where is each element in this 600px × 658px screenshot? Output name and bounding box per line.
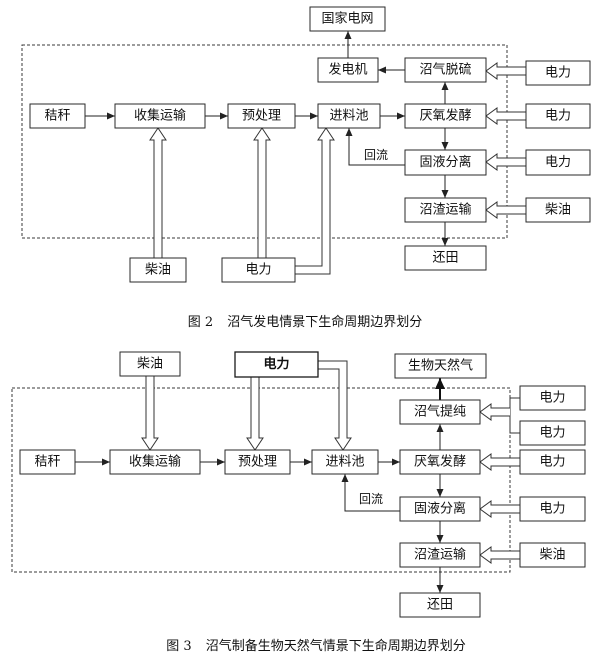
node-label: 预处理 xyxy=(242,109,281,124)
node-diesel-digestate: 柴油 xyxy=(519,542,586,568)
node-label: 电力 xyxy=(545,155,571,170)
node-label: 还田 xyxy=(432,251,458,266)
input-arrow-diesel-to-digestate-transport xyxy=(479,546,520,564)
node-generator: 发电机 xyxy=(317,57,379,83)
node-power-desulfurization: 电力 xyxy=(525,60,591,86)
node-label: 柴油 xyxy=(137,357,163,372)
node-label: 电力 xyxy=(545,66,571,81)
input-arrow-diesel-to-collection xyxy=(141,376,159,451)
node-label: 电力 xyxy=(539,426,565,441)
figure-2-title: 沼气发电情景下生命周期边界划分 xyxy=(227,314,422,330)
node-feed-tank: 进料池 xyxy=(317,103,381,129)
node-power-fermentation: 电力 xyxy=(519,449,586,475)
node-label: 沼渣运输 xyxy=(414,547,466,563)
node-solid-liquid-separation: 固液分离 xyxy=(404,149,487,176)
node-label: 沼渣运输 xyxy=(419,202,471,218)
node-anaerobic-fermentation: 厌氧发酵 xyxy=(404,103,487,129)
node-label: 沼气提纯 xyxy=(414,404,466,420)
reflux-label: 回流 xyxy=(359,492,383,506)
node-power-separation: 电力 xyxy=(519,496,586,522)
node-label: 进料池 xyxy=(329,109,368,124)
input-arrow-power-to-fermentation xyxy=(479,453,520,471)
input-arrow-power-to-separation xyxy=(479,500,520,518)
node-label: 收集运输 xyxy=(134,108,186,124)
node-label: 柴油 xyxy=(145,263,171,278)
node-label: 预处理 xyxy=(238,455,277,470)
reflux-label: 回流 xyxy=(364,148,388,162)
node-label: 电力 xyxy=(539,455,565,470)
node-digestate-transport: 沼渣运输 xyxy=(404,197,487,223)
node-label: 固液分离 xyxy=(414,501,466,517)
node-label: 柴油 xyxy=(545,203,571,218)
node-straw: 秸秆 xyxy=(29,103,86,129)
node-label: 厌氧发酵 xyxy=(414,454,466,470)
node-label: 发电机 xyxy=(328,62,367,78)
figure-3-caption: 图 3 沼气制备生物天然气情景下生命周期边界划分 xyxy=(166,638,465,654)
node-label: 电力 xyxy=(539,391,565,406)
input-arrow-power-to-feed-tank xyxy=(318,360,352,451)
node-power-pretreatment: 电力 xyxy=(221,257,296,283)
system-boundary xyxy=(11,387,511,573)
node-label: 生物天然气 xyxy=(408,358,473,374)
node-label: 电力 xyxy=(539,502,565,517)
node-digestate-transport: 沼渣运输 xyxy=(399,542,481,568)
input-arrow-power-to-fermentation xyxy=(485,107,526,125)
node-diesel-collection: 柴油 xyxy=(119,351,181,377)
node-return-to-field: 还田 xyxy=(399,592,481,618)
node-feed-tank: 进料池 xyxy=(311,449,379,475)
node-label: 电力 xyxy=(545,109,571,124)
input-arrow-power-to-desulfurization xyxy=(485,62,526,80)
node-return-to-field: 还田 xyxy=(404,245,487,271)
power-input-bracket xyxy=(509,397,520,434)
figure-3: 回流 柴油 电力 生物天然气 沼气提纯 电力 xyxy=(11,351,586,654)
node-label: 还田 xyxy=(427,598,453,613)
figure-2: 回流 国家电网 发电机 沼气脱硫 电力 秸秆 xyxy=(21,6,591,330)
figure-2-number: 图 2 xyxy=(188,315,213,330)
node-pretreatment: 预处理 xyxy=(224,449,291,475)
node-label: 电力 xyxy=(263,356,289,372)
figure-2-caption: 图 2 沼气发电情景下生命周期边界划分 xyxy=(188,314,422,330)
node-straw: 秸秆 xyxy=(19,449,76,475)
node-power-pretreatment: 电力 xyxy=(234,351,319,378)
node-biogas-upgrading: 沼气提纯 xyxy=(399,399,481,425)
node-power-upgrading-1: 电力 xyxy=(519,385,586,411)
node-pretreatment: 预处理 xyxy=(227,103,296,129)
node-label: 沼气脱硫 xyxy=(419,62,471,78)
node-label: 收集运输 xyxy=(129,454,181,470)
input-arrow-power-to-upgrading xyxy=(479,403,510,421)
node-diesel-digestate: 柴油 xyxy=(525,197,591,223)
node-solid-liquid-separation: 固液分离 xyxy=(399,496,481,522)
node-power-fermentation: 电力 xyxy=(525,103,591,129)
node-label: 进料池 xyxy=(325,455,364,470)
node-diesel-collection: 柴油 xyxy=(129,257,187,283)
input-arrow-power-to-separation xyxy=(485,153,526,171)
node-power-upgrading-2: 电力 xyxy=(519,420,586,446)
node-label: 秸秆 xyxy=(44,109,70,124)
node-collection-transport: 收集运输 xyxy=(109,449,201,475)
node-label: 国家电网 xyxy=(321,11,373,27)
node-label: 电力 xyxy=(245,263,271,278)
node-label: 柴油 xyxy=(539,548,565,563)
input-arrow-diesel-to-digestate-transport xyxy=(485,201,526,219)
node-anaerobic-fermentation: 厌氧发酵 xyxy=(399,449,481,475)
node-national-grid: 国家电网 xyxy=(309,6,386,32)
node-label: 固液分离 xyxy=(419,154,471,170)
figure-3-number: 图 3 xyxy=(166,639,191,654)
node-biomethane: 生物天然气 xyxy=(394,353,487,379)
node-biogas-desulfurization: 沼气脱硫 xyxy=(404,57,487,83)
reflux-arrow xyxy=(345,128,405,166)
reflux-arrow xyxy=(341,474,400,512)
node-collection-transport: 收集运输 xyxy=(114,103,206,129)
node-label: 厌氧发酵 xyxy=(419,108,471,124)
node-power-separation: 电力 xyxy=(525,149,591,176)
figure-3-title: 沼气制备生物天然气情景下生命周期边界划分 xyxy=(206,638,466,654)
node-label: 秸秆 xyxy=(34,455,60,470)
input-arrow-power-to-feed-tank xyxy=(295,127,335,275)
